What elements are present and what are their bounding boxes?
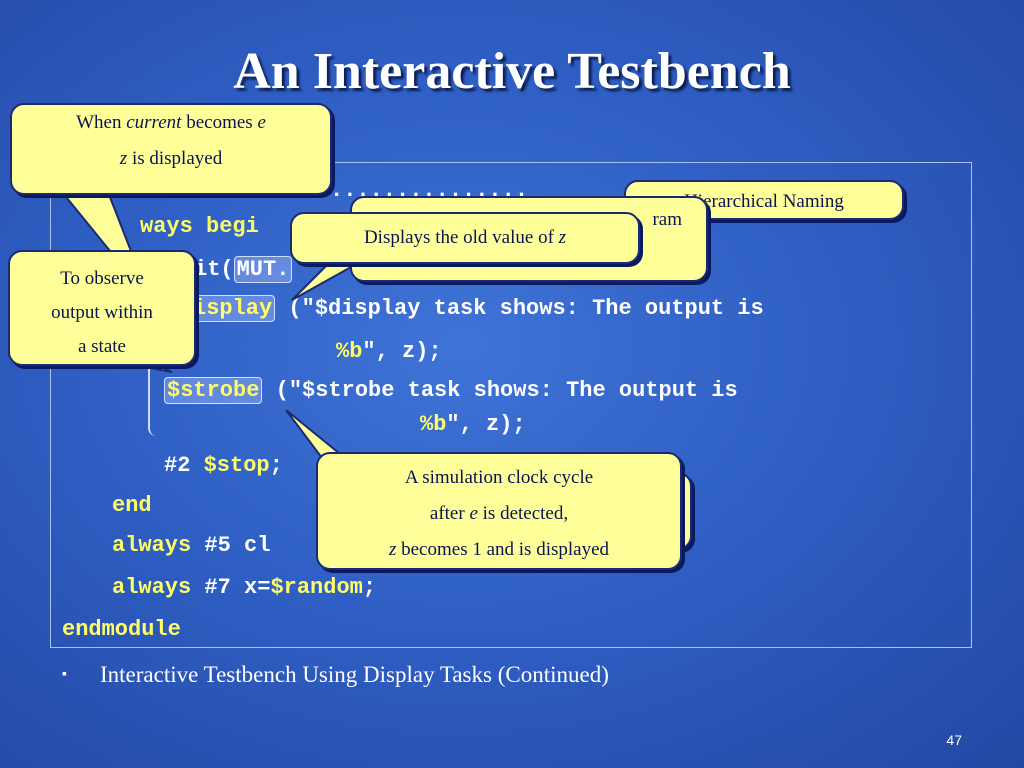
slide-title: An Interactive Testbench [233, 43, 791, 100]
current-line2: is displayed [127, 148, 223, 169]
code-mut-highlight: MUT. [233, 256, 293, 283]
code-stop-semi: ; [269, 453, 283, 478]
clock-line2-prefix: after [429, 503, 470, 524]
code-strobe-rest: ("$strobe task shows: The output is [262, 378, 738, 403]
code-line-end: end [112, 493, 152, 519]
code-format-b-2: %b [420, 412, 447, 437]
code-delay: #2 [164, 453, 204, 478]
clock-line1: A simulation clock cycle [404, 467, 594, 488]
code-strobe-highlight: $strobe [164, 377, 263, 404]
code-format-b: %b [336, 339, 363, 364]
code-line-display: isplay ("$display task shows: The output… [190, 295, 764, 322]
clock-line3-rest: becomes 1 and is displayed [396, 539, 610, 560]
code-always-begin: ways begi [140, 214, 259, 239]
code-line-wait: it(MUT. [194, 256, 293, 283]
code-line-strobe-args: %b", z); [420, 412, 526, 438]
code-wait: it( [194, 257, 234, 282]
current-middle: becomes [181, 112, 258, 133]
observe-line2: output within [51, 302, 153, 323]
clock-z: z [388, 539, 397, 560]
code-display-rest: ("$display task shows: The output is [275, 296, 764, 321]
code-random-semi: ; [362, 575, 377, 600]
code-line-endmodule: endmodule [62, 617, 181, 643]
old-value-callout: Displays the old value of z [290, 212, 640, 264]
clock-e: e [469, 503, 478, 524]
clock-line2-rest: is detected, [477, 503, 569, 524]
current-word: current [126, 112, 182, 133]
code-display-highlight: isplay [190, 295, 276, 322]
current-e: e [257, 112, 266, 133]
observe-callout: To observe output within a state [8, 250, 196, 366]
code-line-display-args: %b", z); [336, 339, 442, 365]
code-random: $random [270, 575, 363, 600]
clock-callout: A simulation clock cycle after e is dete… [316, 452, 682, 570]
code-always-1: always [112, 533, 192, 558]
observe-line1: To observe [60, 268, 144, 289]
old-value-prefix: Displays the old value of [363, 227, 559, 248]
hierarchical-callout: Hierarchical Naming [624, 180, 904, 220]
page-number: 47 [946, 732, 962, 748]
code-stop: $stop [203, 453, 270, 478]
old-value-z: z [558, 227, 567, 248]
code-line-always-begin: ways begi [140, 214, 259, 240]
current-z: z [119, 148, 128, 169]
hidden-back-line1: ram [652, 209, 682, 230]
current-callout: When current becomes e z is displayed [10, 103, 332, 195]
bullet-square-icon: ▪ [62, 667, 67, 682]
observe-line3: a state [77, 336, 126, 357]
code-strobe-args: ", z); [446, 412, 526, 437]
code-line-stop: #2 $stop; [164, 453, 283, 479]
code-line-strobe: $strobe ("$strobe task shows: The output… [164, 377, 738, 404]
code-always-2: always [112, 575, 192, 600]
code-clk: #5 cl [191, 533, 271, 558]
code-endmodule: endmodule [62, 617, 181, 642]
code-box [50, 162, 972, 648]
bullet-text: Interactive Testbench Using Display Task… [100, 662, 609, 687]
code-line-always-clk: always #5 cl [112, 533, 270, 559]
code-end: end [112, 493, 152, 518]
code-display-args: ", z); [362, 339, 442, 364]
hierarchical-text: Hierarchical Naming [684, 191, 844, 212]
code-x-assign: #7 x= [191, 575, 271, 600]
code-line-always-random: always #7 x=$random; [112, 575, 376, 601]
current-prefix: When [76, 112, 127, 133]
